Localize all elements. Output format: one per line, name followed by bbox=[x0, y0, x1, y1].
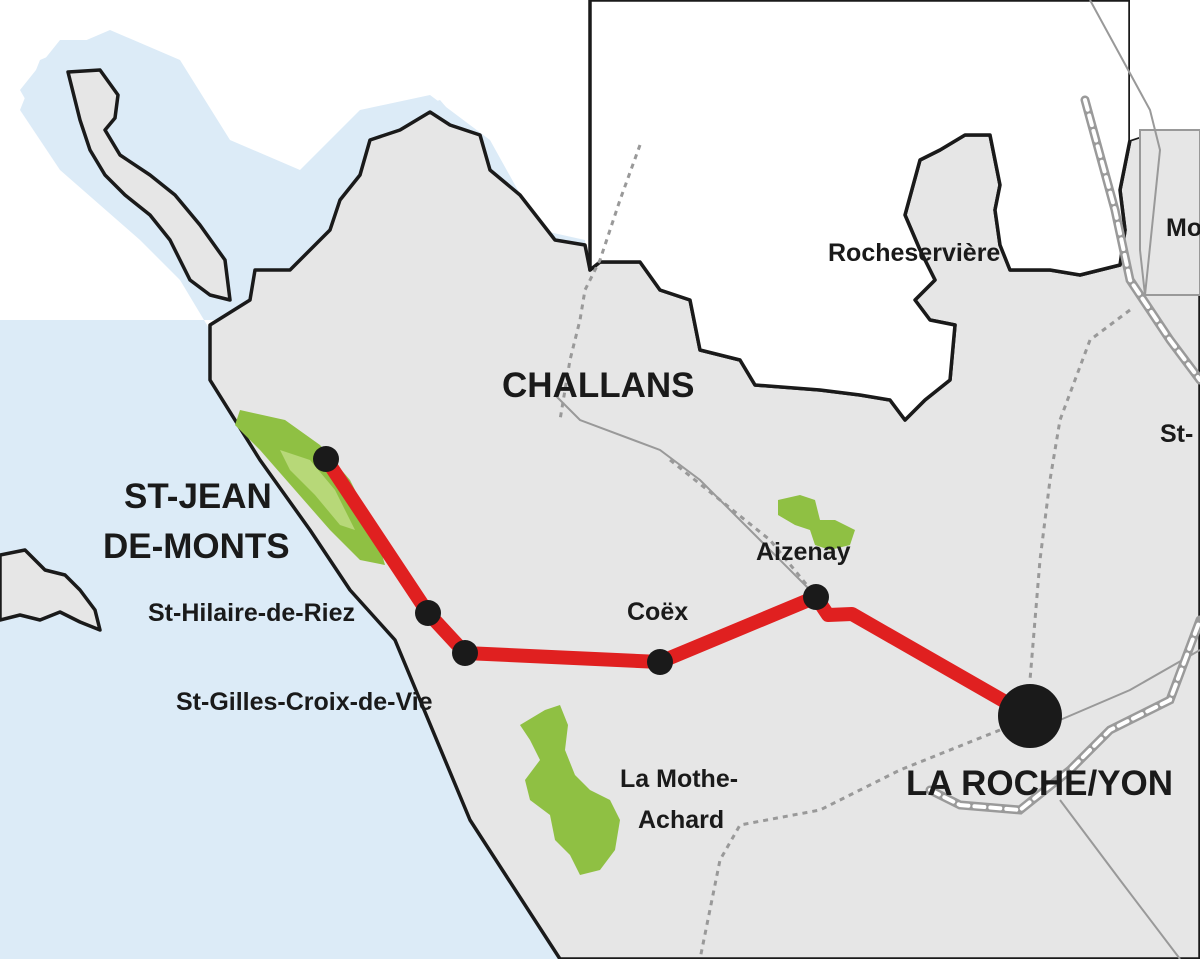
forest-mothe bbox=[520, 705, 620, 875]
outside-area-east bbox=[1130, 0, 1200, 140]
label-la-mothe-1: La Mothe- bbox=[620, 765, 738, 793]
label-st-gilles: St-Gilles-Croix-de-Vie bbox=[176, 688, 433, 716]
island-yeu bbox=[0, 548, 102, 632]
label-st-jean-1: ST-JEAN bbox=[124, 477, 272, 516]
forests bbox=[235, 410, 855, 875]
stop-coex bbox=[647, 649, 673, 675]
outside-area bbox=[588, 0, 1132, 422]
label-la-mothe-2: Achard bbox=[638, 806, 724, 834]
roads bbox=[554, 0, 1200, 959]
inner-region bbox=[1139, 129, 1200, 296]
label-challans: CHALLANS bbox=[502, 366, 694, 405]
label-cut-st: St- bbox=[1160, 420, 1193, 448]
railway bbox=[925, 95, 1200, 815]
label-coex: Coëx bbox=[627, 598, 688, 626]
stop-aizenay bbox=[803, 584, 829, 610]
dotted-roads bbox=[558, 144, 1131, 959]
stop-st-jean bbox=[313, 446, 339, 472]
island-noirmoutier bbox=[66, 68, 232, 302]
label-rocheserviere: Rocheservière bbox=[828, 239, 1000, 267]
forest-aizenay bbox=[778, 495, 855, 550]
stop-la-roche bbox=[998, 684, 1062, 748]
label-st-jean-2: DE-MONTS bbox=[103, 527, 290, 566]
label-la-roche: LA ROCHE/YON bbox=[906, 764, 1173, 803]
stop-st-hilaire bbox=[415, 600, 441, 626]
label-aizenay: Aizenay bbox=[756, 538, 851, 566]
label-cut-mo: Mo bbox=[1166, 214, 1200, 242]
label-st-hilaire: St-Hilaire-de-Riez bbox=[148, 599, 355, 627]
route-stops bbox=[313, 446, 1062, 748]
stop-st-gilles bbox=[452, 640, 478, 666]
